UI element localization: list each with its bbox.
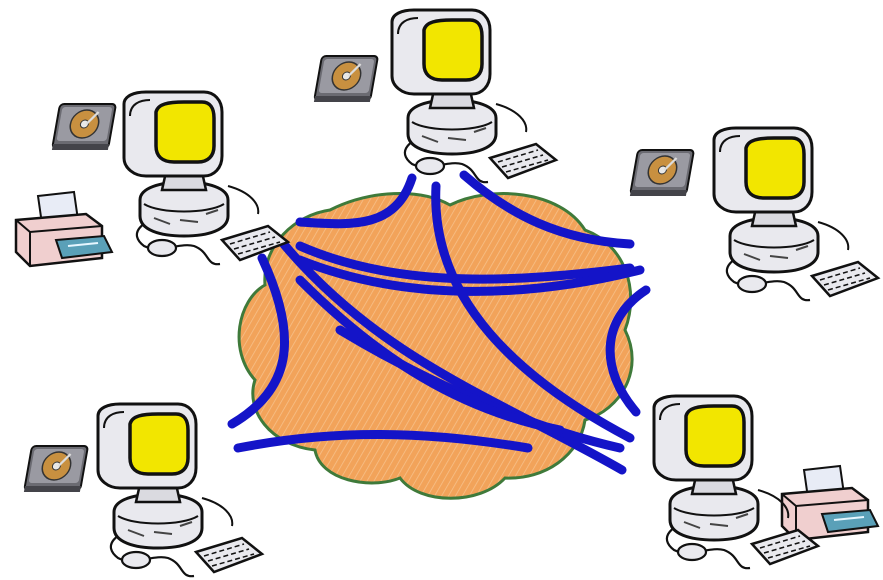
workstation-upper-right [630,128,878,300]
workstation-upper-left [16,92,288,266]
printer-icon [782,466,878,540]
hard-disk-icon [630,150,694,196]
computer-icon [714,128,878,300]
computer-icon [392,10,556,182]
computer-icon [98,404,262,576]
hard-disk-icon [24,446,88,492]
workstation-lower-right [654,396,878,568]
hard-disk-icon [52,104,116,150]
hard-disk-icon [314,56,378,102]
workstation-top [314,10,556,182]
printer-icon [16,192,112,266]
computer-icon [124,92,288,264]
workstation-lower-left [24,404,262,576]
computer-icon [654,396,818,568]
